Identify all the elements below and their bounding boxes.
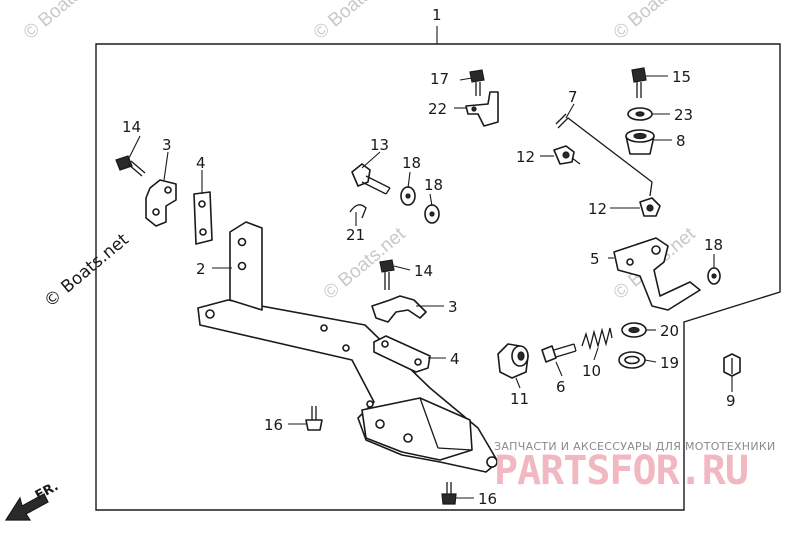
callout-1: 1 [432,6,442,24]
callout-20: 20 [660,322,679,340]
bolt-part-17 [469,69,485,96]
callout-10: 10 [582,362,601,380]
washer-hole [429,211,435,217]
callout-7: 7 [568,88,578,106]
callout-18: 18 [704,236,723,254]
callout-12: 12 [516,148,535,166]
leader-lines [127,75,733,499]
callout-22: 22 [428,100,447,118]
bolt-part-14-middle [379,259,395,290]
callout-12: 12 [588,200,607,218]
callout-18: 18 [424,176,443,194]
callout-3: 3 [162,136,172,154]
ring-hole [624,355,640,365]
watermark-boats-net: © Boats.net [310,0,400,44]
callout-16: 16 [478,490,497,508]
clip-part-21 [349,204,367,219]
callout-11: 11 [510,390,529,408]
mounting-plate-part [197,221,499,473]
front-direction-indicator: FR. [4,479,61,521]
watermark-boats-net-dark: © Boats.net [40,230,133,312]
callout-21: 21 [346,226,365,244]
washer-hole [628,326,640,334]
bracket-part-5 [613,237,701,311]
bolt-part-16-bottom [441,482,457,505]
callout-13: 13 [370,136,389,154]
washer-hole [711,273,717,279]
damper-part-11 [497,343,529,379]
callout-16: 16 [264,416,283,434]
washer-hole [635,111,645,117]
bracket-part-22 [465,91,499,127]
watermark-boats-net: © Boats.net [20,0,110,44]
spring-part-10 [581,327,613,351]
callout-19: 19 [660,354,679,372]
callout-4: 4 [196,154,206,172]
callout-6: 6 [556,378,566,396]
callout-18: 18 [402,154,421,172]
callout-14: 14 [122,118,141,136]
callout-17: 17 [430,70,449,88]
callout-15: 15 [672,68,691,86]
clamp-part-3-middle [371,295,427,323]
callout-23: 23 [674,106,693,124]
joint-part-12-lower [639,197,661,217]
nut-part-9 [723,353,741,377]
callout-labels: 1 2 3 3 4 4 5 6 7 8 9 10 11 12 12 13 14 … [122,6,736,508]
watermark-boats-net: © Boats.net [610,0,700,44]
strap-part-4-middle [373,335,431,373]
bolt-part-6 [541,343,577,363]
grommet-part-8 [625,129,655,155]
clamp-part-3-left [145,179,177,227]
callout-5: 5 [590,250,600,268]
shop-logo: PARTSFOR.RU [494,448,748,494]
rod-part-7-end [555,113,567,125]
callout-14: 14 [414,262,433,280]
bolt-part-16-left [305,406,323,431]
shop-banner: ЗАПЧАСТИ И АКСЕССУАРЫ ДЛЯ МОТОТЕХНИКИ PA… [494,440,776,494]
bolt-part-14-left [115,155,146,177]
callout-2: 2 [196,260,206,278]
washer-hole [405,193,411,199]
callout-4: 4 [450,350,460,368]
bolt-part-15 [631,67,647,98]
shop-tagline: ЗАПЧАСТИ И АКСЕССУАРЫ ДЛЯ МОТОТЕХНИКИ [494,440,776,453]
bolt-part-13 [351,163,391,195]
callout-3: 3 [448,298,458,316]
joint-part-12-upper [553,145,581,165]
callout-9: 9 [726,392,736,410]
assembly-frame [95,43,781,511]
rod-part-7 [557,117,653,197]
strap-part-4-left [193,191,213,245]
callout-8: 8 [676,132,686,150]
